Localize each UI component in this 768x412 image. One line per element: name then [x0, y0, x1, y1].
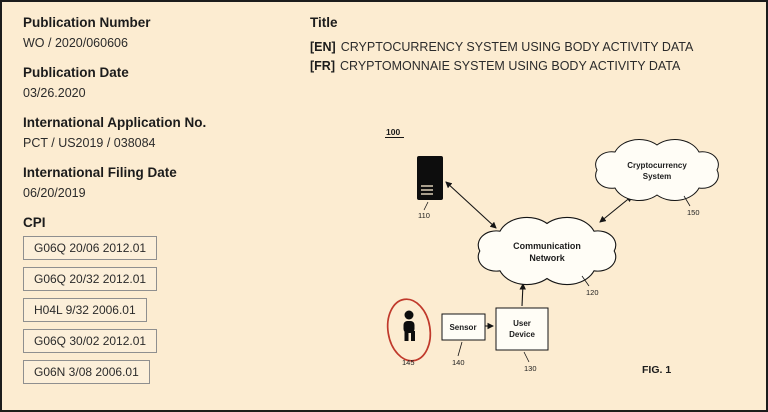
publication-number-label: Publication Number [23, 15, 151, 30]
cpi-code: G06Q 30/02 2012.01 [23, 329, 158, 353]
cpi-code-list: G06Q 20/06 2012.01 G06Q 20/32 2012.01 H0… [23, 236, 303, 384]
ref-110: 110 [418, 211, 430, 220]
title-fr-text: CRYPTOMONNAIE SYSTEM USING BODY ACTIVITY… [340, 59, 681, 74]
international-application-label: International Application No. [23, 115, 207, 130]
figure-1-diagram: 100 110 Cryptocurrency System 150 Commun… [385, 127, 719, 376]
publication-number-field: Publication Number WO / 2020/060606 [23, 15, 303, 50]
network-cloud-line1: Communication [513, 241, 581, 251]
ref-150: 150 [687, 208, 700, 217]
publication-date-label: Publication Date [23, 65, 129, 80]
user-device-line2: Device [509, 330, 535, 339]
cryptocurrency-system-cloud: Cryptocurrency System [595, 139, 719, 201]
ref-140: 140 [452, 358, 465, 367]
ref-145: 145 [402, 358, 415, 367]
edge-server-network [445, 181, 497, 229]
international-application-value: PCT / US2019 / 038084 [23, 136, 156, 150]
cpi-code: H04L 9/32 2006.01 [23, 298, 147, 322]
cpi-code: G06Q 20/32 2012.01 [23, 267, 158, 291]
publication-date-value: 03/26.2020 [23, 86, 86, 100]
sensor-label: Sensor [449, 323, 476, 332]
leader-110 [423, 201, 429, 211]
ref-120: 120 [586, 288, 599, 297]
cpi-label: CPI [23, 215, 46, 230]
title-fr: [FR] CRYPTOMONNAIE SYSTEM USING BODY ACTI… [310, 57, 740, 76]
edge-userdevice-network [519, 283, 527, 307]
publication-number-value: WO / 2020/060606 [23, 36, 128, 50]
person-icon [403, 310, 415, 341]
edge-crypto-network [599, 195, 633, 223]
crypto-cloud-line1: Cryptocurrency [627, 161, 687, 170]
title-fr-tag: [FR] [310, 59, 335, 74]
leader-120 [581, 275, 590, 287]
cpi-code: G06N 3/08 2006.01 [23, 360, 150, 384]
cpi-field: CPI G06Q 20/06 2012.01 G06Q 20/32 2012.0… [23, 215, 303, 384]
leader-130 [523, 351, 530, 363]
international-application-field: International Application No. PCT / US20… [23, 115, 303, 150]
user-device-box: User Device [495, 307, 549, 351]
publication-date-field: Publication Date 03/26.2020 [23, 65, 303, 100]
title-en-text: CRYPTOCURRENCY SYSTEM USING BODY ACTIVIT… [340, 40, 694, 54]
crypto-cloud-line2: System [643, 172, 671, 181]
communication-network-cloud: Communication Network [477, 216, 617, 286]
user-device-line1: User [513, 319, 531, 328]
leader-140 [457, 341, 463, 357]
figure-ref-100: 100 [386, 127, 400, 137]
server-icon [417, 156, 443, 200]
leader-150 [683, 195, 691, 207]
red-annotation-circle [386, 298, 432, 362]
sensor-box: Sensor [441, 313, 486, 341]
bibliographic-panel: Publication Number WO / 2020/060606 Publ… [23, 15, 303, 399]
title-en-tag: [EN] [310, 40, 336, 54]
figure-caption: FIG. 1 [642, 364, 671, 376]
title-en: [EN] CRYPTOCURRENCY SYSTEM USING BODY ACT… [310, 38, 740, 57]
title-label: Title [310, 15, 338, 30]
title-panel: Title [EN] CRYPTOCURRENCY SYSTEM USING BO… [310, 15, 740, 77]
international-filing-date-value: 06/20/2019 [23, 186, 86, 200]
network-cloud-line2: Network [529, 253, 564, 263]
international-filing-date-field: International Filing Date 06/20/2019 [23, 165, 303, 200]
ref-130: 130 [524, 364, 537, 373]
cpi-code: G06Q 20/06 2012.01 [23, 236, 158, 260]
international-filing-date-label: International Filing Date [23, 165, 177, 180]
